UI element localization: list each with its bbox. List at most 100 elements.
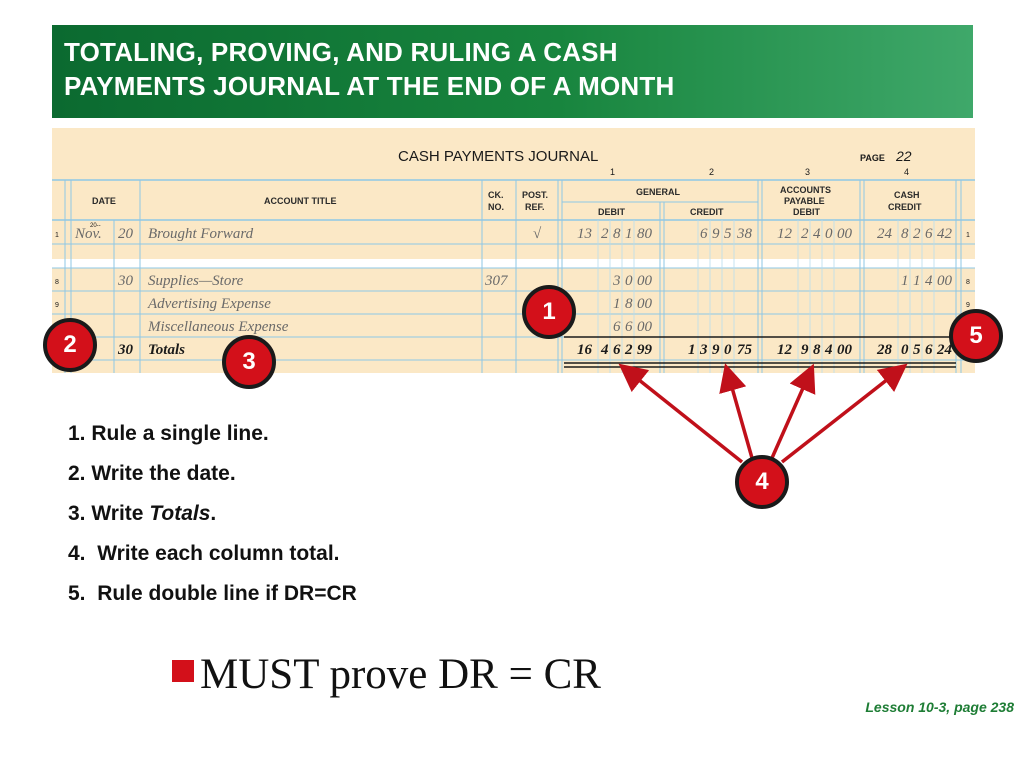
account-title: Advertising Expense bbox=[147, 296, 271, 312]
amount-digit: 12 bbox=[777, 226, 793, 242]
amount-cents: 00 bbox=[837, 226, 853, 242]
must-prove-text: MUST prove DR = CR bbox=[200, 651, 601, 698]
header-date: DATE bbox=[92, 196, 116, 206]
account-title: Brought Forward bbox=[148, 226, 254, 242]
total-digit: 2 bbox=[624, 342, 633, 358]
amount-digit: 8 bbox=[625, 296, 633, 312]
total-cents: 00 bbox=[837, 342, 853, 358]
year-label: 20-- bbox=[90, 223, 101, 229]
amount-cents: 00 bbox=[937, 273, 953, 289]
amount-digit: 8 bbox=[613, 226, 621, 242]
step-text-end: . bbox=[210, 502, 217, 525]
header-ap-3: DEBIT bbox=[793, 207, 821, 217]
amount-digit: 1 bbox=[613, 296, 621, 312]
header-credit: CREDIT bbox=[690, 207, 724, 217]
header-ap-1: ACCOUNTS bbox=[780, 185, 831, 195]
must-prove-statement: MUST prove DR = CR bbox=[172, 650, 601, 699]
amount-cents: 38 bbox=[736, 226, 753, 242]
total-digit: 28 bbox=[876, 342, 893, 358]
step-1: 1. Rule a single line. bbox=[68, 418, 357, 458]
page-number: 22 bbox=[895, 148, 912, 164]
column-number-4: 4 bbox=[904, 167, 909, 177]
total-digit: 16 bbox=[577, 342, 593, 358]
total-digit: 8 bbox=[813, 342, 821, 358]
amount-digit: 24 bbox=[877, 226, 893, 242]
amount-digit: 5 bbox=[724, 226, 732, 242]
total-digit: 9 bbox=[712, 342, 720, 358]
date-month: Nov. bbox=[74, 226, 102, 242]
step-text: Write bbox=[91, 502, 150, 525]
header-ck-2: NO. bbox=[488, 202, 504, 212]
header-post-2: REF. bbox=[525, 202, 545, 212]
amount-cents: 00 bbox=[637, 319, 653, 335]
account-title: Supplies—Store bbox=[148, 273, 244, 289]
column-number-1: 1 bbox=[610, 167, 615, 177]
header-post-1: POST. bbox=[522, 190, 548, 200]
column-number-3: 3 bbox=[805, 167, 810, 177]
line-number: 8 bbox=[55, 279, 59, 286]
header-general: GENERAL bbox=[636, 187, 681, 197]
total-digit: 0 bbox=[724, 342, 732, 358]
callout-2: 2 bbox=[43, 318, 97, 372]
column-number-2: 2 bbox=[709, 167, 714, 177]
step-text: Rule double line if DR=CR bbox=[91, 582, 357, 605]
account-title: Miscellaneous Expense bbox=[147, 319, 289, 335]
step-text: Rule a single line. bbox=[91, 422, 269, 445]
total-cents: 99 bbox=[637, 342, 653, 358]
step-number: 1. bbox=[68, 422, 86, 445]
total-digit: 4 bbox=[600, 342, 609, 358]
header-ck-1: CK. bbox=[488, 190, 504, 200]
amount-digit: 6 bbox=[625, 319, 633, 335]
amount-digit: 4 bbox=[813, 226, 821, 242]
check-number: 307 bbox=[484, 273, 509, 289]
step-number: 4. bbox=[68, 542, 86, 565]
header-ap-2: PAYABLE bbox=[784, 196, 825, 206]
amount-digit: 6 bbox=[613, 319, 621, 335]
amount-digit: 2 bbox=[801, 226, 809, 242]
amount-digit: 1 bbox=[913, 273, 921, 289]
amount-digit: 6 bbox=[925, 226, 933, 242]
step-4: 4. Write each column total. bbox=[68, 538, 357, 578]
step-5: 5. Rule double line if DR=CR bbox=[68, 578, 357, 618]
lesson-reference: Lesson 10-3, page 238 bbox=[865, 699, 1014, 715]
line-number: 8 bbox=[966, 279, 970, 286]
step-number: 5. bbox=[68, 582, 86, 605]
step-text: Write each column total. bbox=[91, 542, 340, 565]
step-list: 1. Rule a single line. 2. Write the date… bbox=[68, 418, 357, 618]
total-digit: 12 bbox=[777, 342, 793, 358]
amount-digit: 3 bbox=[612, 273, 621, 289]
slide-title: TOTALING, PROVING, AND RULING A CASH PAY… bbox=[52, 25, 973, 118]
amount-digit: 8 bbox=[901, 226, 909, 242]
line-number: 9 bbox=[966, 302, 970, 309]
amount-digit: 4 bbox=[925, 273, 933, 289]
step-emphasis: Totals bbox=[149, 502, 211, 525]
date-day: 20 bbox=[118, 226, 134, 242]
callout-5: 5 bbox=[949, 309, 1003, 363]
amount-cents: 80 bbox=[637, 226, 653, 242]
amount-digit: 2 bbox=[913, 226, 921, 242]
header-cash-1: CASH bbox=[894, 190, 920, 200]
slide-title-line-2: PAYMENTS JOURNAL AT THE END OF A MONTH bbox=[64, 71, 675, 101]
step-text: Write the date. bbox=[91, 462, 236, 485]
step-2: 2. Write the date. bbox=[68, 458, 357, 498]
amount-digit: 1 bbox=[625, 226, 633, 242]
total-digit: 5 bbox=[913, 342, 921, 358]
total-digit: 3 bbox=[699, 342, 708, 358]
line-number: 1 bbox=[55, 232, 59, 239]
page-label: PAGE bbox=[860, 153, 885, 163]
amount-cents: 00 bbox=[637, 296, 653, 312]
callout-3: 3 bbox=[222, 335, 276, 389]
header-cash-2: CREDIT bbox=[888, 202, 922, 212]
amount-digit: 6 bbox=[700, 226, 708, 242]
date-day: 30 bbox=[117, 273, 134, 289]
arrow-to-cash-total bbox=[780, 363, 908, 464]
line-number: 9 bbox=[55, 302, 59, 309]
arrow-to-credit-total bbox=[719, 363, 754, 459]
totals-date-day: 30 bbox=[117, 342, 134, 358]
step-number: 2. bbox=[68, 462, 86, 485]
arrow-to-ap-total bbox=[770, 363, 816, 459]
amount-cents: 00 bbox=[637, 273, 653, 289]
slide-title-line-1: TOTALING, PROVING, AND RULING A CASH bbox=[64, 37, 618, 67]
amount-digit: 0 bbox=[625, 273, 633, 289]
total-digit: 1 bbox=[688, 342, 696, 358]
